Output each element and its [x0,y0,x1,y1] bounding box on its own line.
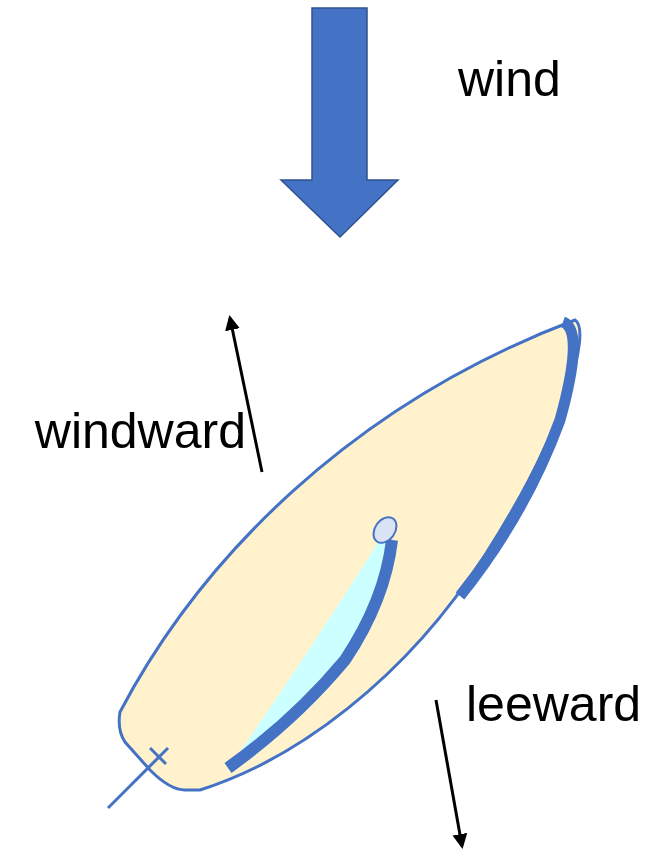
tiller [108,748,168,808]
wind-label: wind [458,51,561,109]
leeward-arrow [436,700,462,846]
mainsail [228,540,392,768]
mainsail-fill [232,536,392,766]
direction-label: leeward [466,676,641,734]
tiller-bar [150,748,166,764]
direction-label: windward [35,403,246,461]
mast [369,513,401,547]
jib-sail [460,322,573,596]
wind-arrow [281,8,398,237]
